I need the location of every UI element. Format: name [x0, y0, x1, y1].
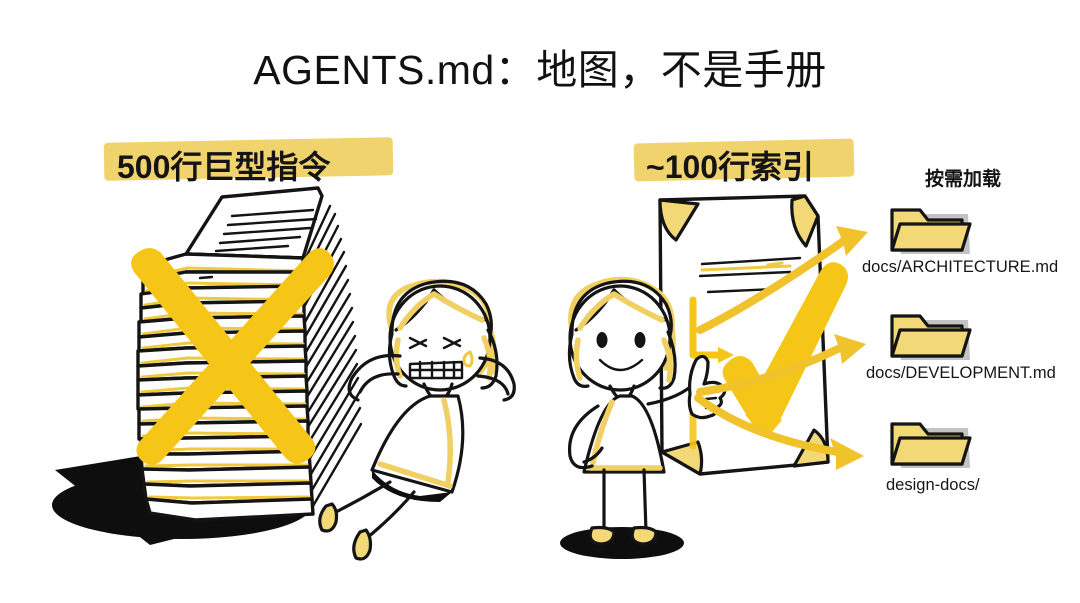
arrow-to-folder-0 — [696, 226, 868, 334]
folder-icon-1 — [890, 314, 972, 360]
folder-label-development: docs/DEVELOPMENT.md — [866, 364, 1056, 382]
paper-stack-shadow — [52, 447, 312, 545]
arrow-to-folder-2 — [694, 394, 864, 470]
folder-label-design-docs: design-docs/ — [886, 476, 980, 494]
document-page — [658, 194, 830, 476]
index-branch-arrow — [689, 296, 734, 450]
happy-person — [560, 276, 727, 559]
right-panel-label: ~100行索引 — [646, 149, 815, 185]
big-check-mark — [722, 262, 848, 432]
stressed-person — [318, 278, 516, 561]
paper-stack — [136, 186, 363, 522]
on-demand-heading: 按需加载 — [925, 169, 1002, 190]
arrow-to-folder-1 — [696, 334, 866, 396]
folder-label-architecture: docs/ARCHITECTURE.md — [862, 258, 1059, 276]
big-x-mark — [131, 248, 335, 465]
paper-text-lines — [198, 208, 318, 280]
document-text-lines — [698, 256, 802, 294]
page-title: AGENTS.md：地图，不是手册 — [253, 47, 827, 93]
folder-icon-0 — [890, 208, 972, 254]
folder-icon-2 — [890, 422, 972, 468]
left-panel-label: 500行巨型指令 — [117, 149, 331, 185]
